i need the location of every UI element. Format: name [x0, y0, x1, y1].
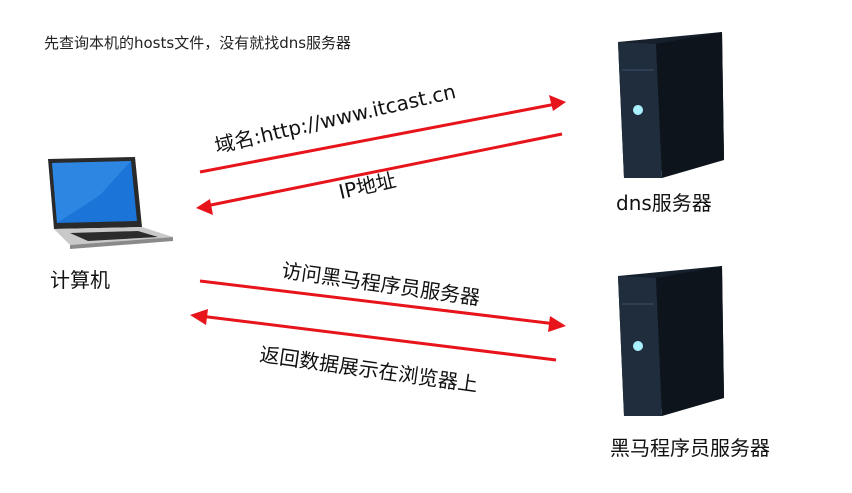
- heima-server-icon: [618, 266, 724, 416]
- dns-server-label: dns服务器: [616, 191, 712, 215]
- arrowhead-return: [190, 309, 208, 325]
- laptop-icon: [48, 157, 173, 249]
- arrowhead-domain: [549, 95, 566, 111]
- arrow-domain: [199, 102, 557, 174]
- arrowhead-ip: [196, 199, 213, 215]
- arrowhead-visit: [548, 316, 566, 332]
- computer-label: 计算机: [50, 268, 110, 292]
- note-text: 先查询本机的hosts文件，没有就找dns服务器: [44, 34, 352, 52]
- heima-server-label: 黑马程序员服务器: [610, 436, 770, 460]
- arrow-visit: [199, 279, 557, 326]
- arrow-ip: [205, 132, 563, 208]
- arrow-return: [199, 314, 557, 362]
- dns-server-icon: [618, 32, 724, 178]
